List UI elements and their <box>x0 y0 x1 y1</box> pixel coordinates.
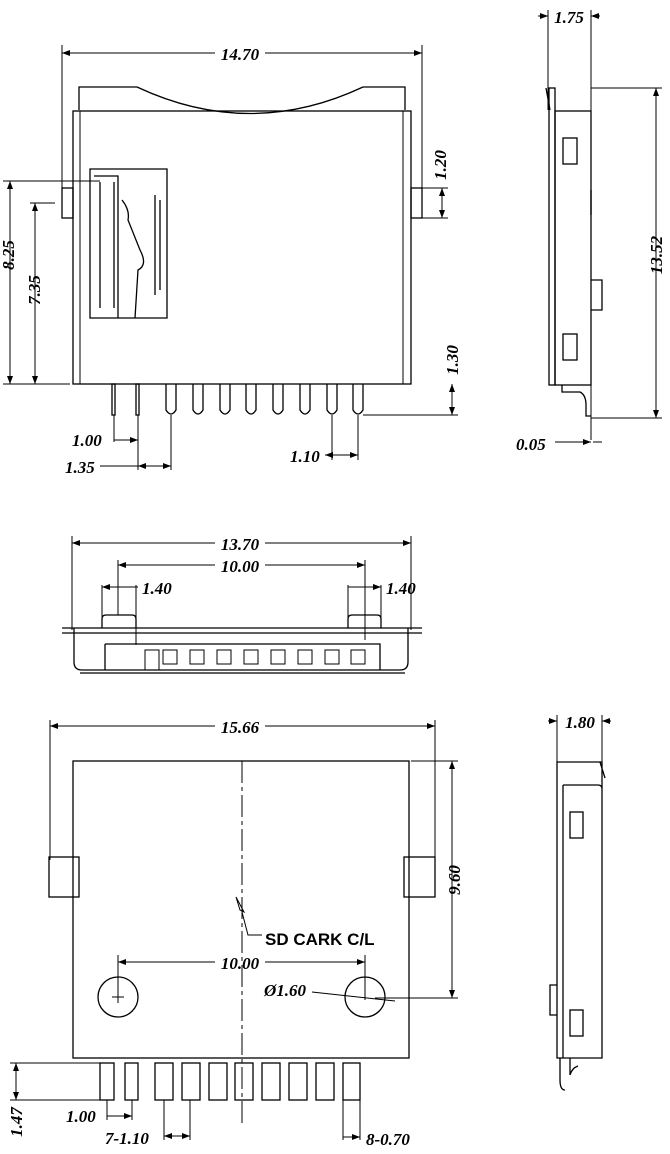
dim-h1: 8.25 <box>0 240 18 270</box>
dim-hole-dia: Ø1.60 <box>263 981 307 1000</box>
side-view-bottom: 1.80 <box>548 713 611 1091</box>
dim-side-thickness: 1.80 <box>565 713 595 732</box>
dim-pin-len: 1.30 <box>443 345 462 375</box>
mount-hole-left <box>97 976 139 1018</box>
dim-peg-span: 10.00 <box>221 557 260 576</box>
pads <box>99 1062 361 1101</box>
bottom-view: 15.66 SD CARK C/L 9.60 10.00 Ø1.60 1.47 … <box>7 718 464 1149</box>
mount-hole-right <box>344 976 386 1018</box>
dim-pitch-b: 1.35 <box>65 458 95 477</box>
dim-tab: 1.20 <box>431 150 450 180</box>
pins <box>111 383 364 416</box>
top-view: 14.70 1.20 8.25 7.35 1.30 1.00 1.35 1.10 <box>0 45 462 477</box>
dim-h2: 7.35 <box>25 275 44 305</box>
dim-height: 9.60 <box>445 865 464 895</box>
dim-pad-len: 1.47 <box>7 1106 26 1137</box>
dim-hole-span: 10.00 <box>221 954 260 973</box>
dim-peg-left: 1.40 <box>142 579 172 598</box>
dim-front-width: 13.70 <box>221 535 260 554</box>
dim-thickness: 1.75 <box>554 8 584 27</box>
dim-offset: 0.05 <box>516 435 546 454</box>
front-view: 13.70 10.00 1.40 1.40 <box>62 535 422 674</box>
centerline-note: SD CARK C/L <box>265 930 375 949</box>
dim-length: 13.52 <box>647 235 666 274</box>
dim-bottom-width: 15.66 <box>221 718 260 737</box>
dim-width: 14.70 <box>221 45 260 64</box>
front-contacts <box>144 649 366 671</box>
side-view-top: 1.75 13.52 0.05 <box>516 8 666 454</box>
dim-pad-pitch-a: 1.00 <box>66 1107 96 1126</box>
dim-pad-pitch-b: 7-1.10 <box>105 1129 149 1148</box>
dim-peg-right: 1.40 <box>386 579 416 598</box>
dim-pad-width: 8-0.70 <box>366 1130 410 1149</box>
dim-pitch-a: 1.00 <box>72 431 102 450</box>
dim-pitch-c: 1.10 <box>290 447 320 466</box>
